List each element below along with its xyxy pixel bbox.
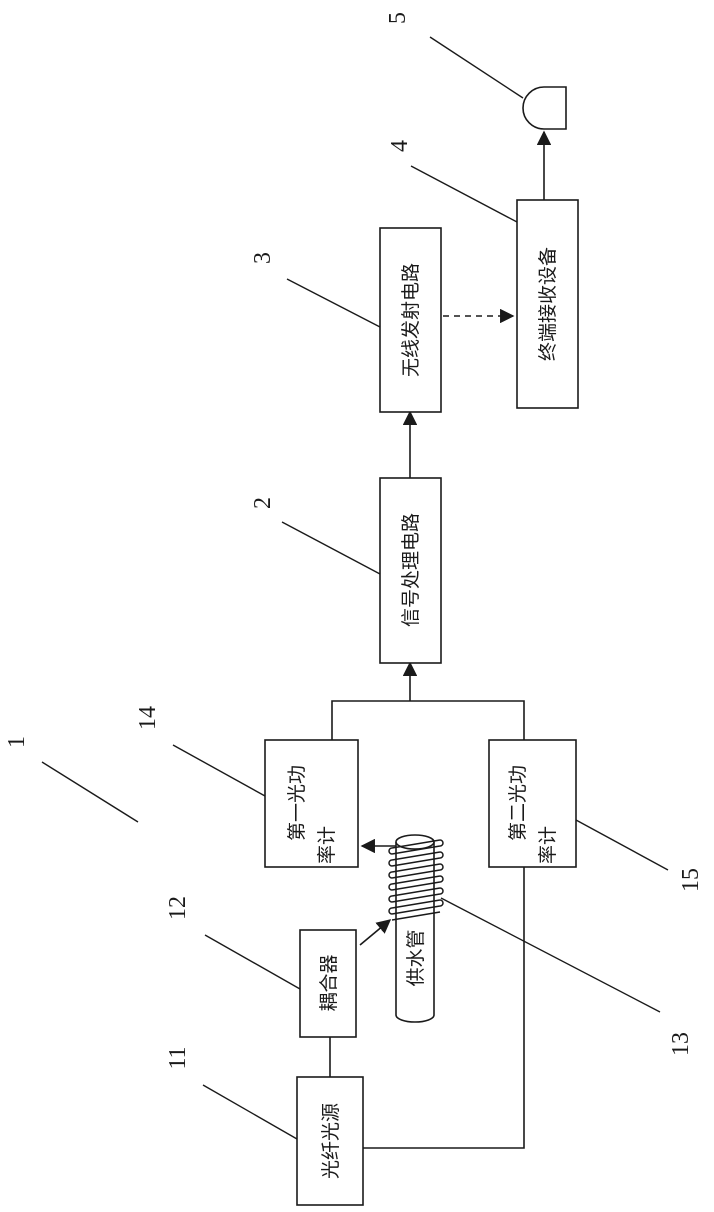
leader-3	[287, 279, 380, 327]
terminal-rx-label: 终端接收设备	[537, 247, 559, 361]
leader-13	[441, 898, 660, 1012]
signal-processing-box: 信号处理电路	[380, 478, 441, 663]
wire-coupler-coil	[360, 920, 390, 945]
leader-11	[203, 1085, 297, 1139]
wireless-tx-box: 无线发射电路	[380, 228, 441, 412]
signal-processing-label: 信号处理电路	[400, 513, 422, 627]
water-pipe: 供水管	[396, 835, 434, 1022]
coupler-label: 耦合器	[318, 954, 340, 1011]
leader-4	[411, 166, 517, 222]
leader-2	[282, 522, 380, 574]
light-source-box: 光纤光源	[297, 1077, 363, 1205]
wire-meter1-merge	[332, 701, 524, 740]
leader-5	[430, 37, 523, 98]
pipe-label: 供水管	[405, 929, 427, 986]
terminal-rx-box: 终端接收设备	[517, 200, 578, 408]
ref-15: 15	[678, 868, 704, 892]
leader-15	[576, 820, 668, 870]
ref-2: 2	[250, 497, 276, 509]
meter2-label-line2: 率计	[537, 826, 559, 864]
coupler-box: 耦合器	[300, 930, 356, 1037]
ref-1: 1	[4, 736, 30, 748]
leader-12	[205, 935, 300, 989]
ref-11: 11	[165, 1046, 191, 1069]
wire-source-meter2	[363, 867, 524, 1148]
ref-3: 3	[250, 252, 276, 264]
ref-12: 12	[165, 896, 191, 920]
meter1-label-line1: 第一光功	[286, 765, 308, 841]
meter1-label-line2: 率计	[316, 826, 338, 864]
ref-14: 14	[135, 706, 161, 730]
wireless-tx-label: 无线发射电路	[400, 263, 422, 377]
leader-1	[42, 762, 138, 822]
alarm-icon	[523, 87, 566, 129]
meter2-label-line1: 第二光功	[507, 765, 529, 841]
light-source-label: 光纤光源	[320, 1103, 342, 1179]
leader-14	[173, 745, 265, 796]
meter2-box: 第二光功 率计	[489, 740, 576, 867]
meter1-box: 第一光功 率计	[265, 740, 358, 867]
ref-4: 4	[387, 140, 413, 152]
ref-5: 5	[385, 12, 411, 24]
ref-13: 13	[668, 1032, 694, 1056]
